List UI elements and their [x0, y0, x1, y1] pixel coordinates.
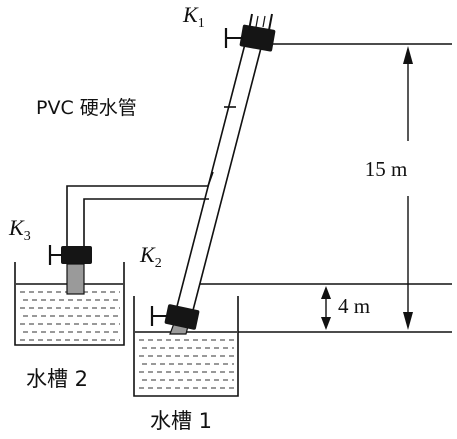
valve-k2	[150, 304, 200, 330]
pvc-pipe-diagonal	[169, 43, 263, 335]
tank-1-walls	[133, 296, 239, 397]
valve-k1	[224, 13, 276, 52]
arrow-head-up-small	[321, 286, 331, 299]
valve-k3-water-pipe	[66, 263, 85, 295]
label-height-4m: 4 m	[338, 294, 370, 318]
label-height-15m: 15 m	[365, 157, 408, 181]
label-k1-sub: 1	[198, 16, 205, 31]
dimension-15m	[403, 46, 413, 330]
arrow-head-down	[403, 312, 413, 330]
label-tank-2: 水槽 2	[26, 367, 88, 391]
reference-lines	[190, 43, 452, 333]
label-k1: K1	[182, 2, 205, 31]
valve-k2-body	[164, 304, 200, 330]
label-k2-sub: 2	[155, 256, 162, 271]
label-k3-sub: 3	[24, 229, 31, 244]
arrow-head-down-small	[321, 317, 331, 330]
arrow-head-up	[403, 46, 413, 64]
tank-2-walls	[14, 262, 125, 346]
label-k2: K2	[139, 242, 162, 271]
valve-k3-body	[61, 246, 92, 264]
valve-k1-top-pipe	[248, 13, 273, 31]
label-k3: K3	[8, 215, 31, 244]
tank-1-water	[139, 339, 234, 389]
tank-2-water	[20, 291, 120, 341]
bent-pipe-outer	[66, 171, 214, 252]
pipe-outer-right	[190, 43, 263, 319]
bent-pipe-inner	[83, 198, 209, 252]
pipe-label: PVC 硬水管	[36, 97, 137, 119]
pipe-body	[174, 44, 262, 318]
valve-k1-body	[239, 24, 276, 52]
dimension-4m	[321, 286, 331, 330]
label-tank-1: 水槽 1	[150, 409, 212, 433]
tank-2	[14, 262, 125, 346]
pvc-pipe-bent	[66, 171, 214, 252]
valve-k3	[48, 245, 92, 295]
